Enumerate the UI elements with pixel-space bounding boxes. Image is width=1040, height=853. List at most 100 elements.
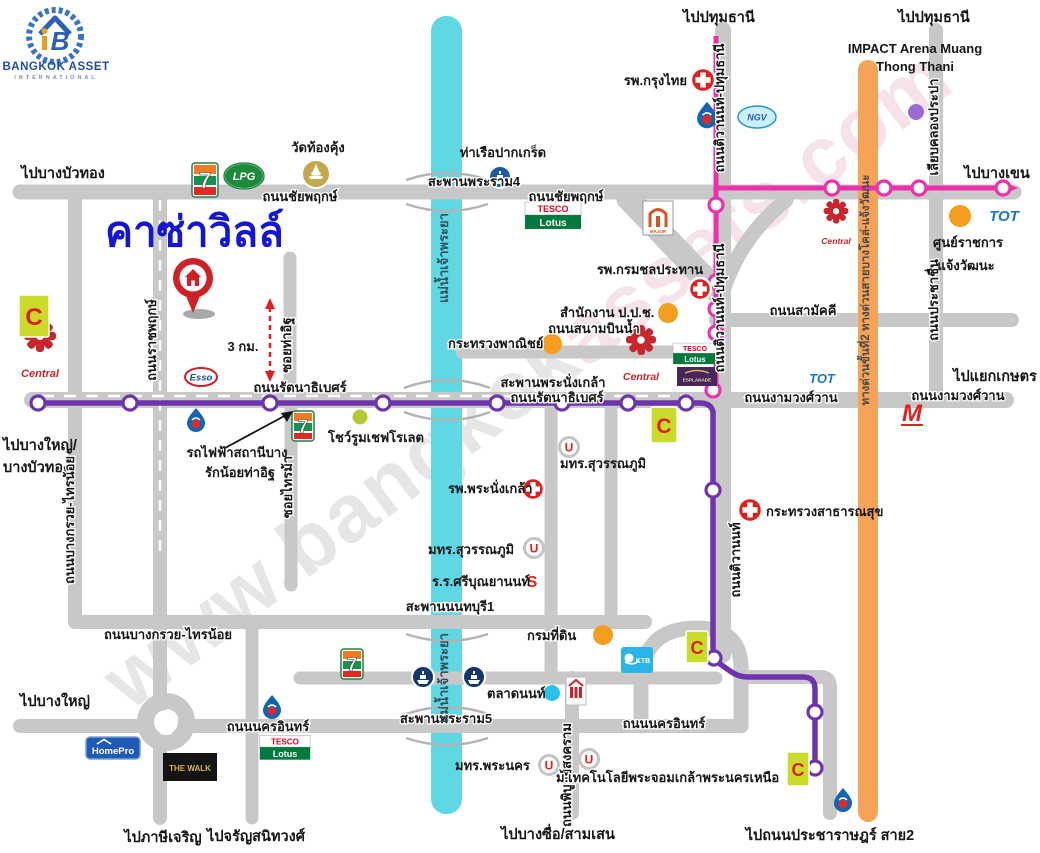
place-krungthai-hospital: รพ.กรุงไทย xyxy=(624,72,687,89)
tot-logo: TOT xyxy=(989,208,1021,225)
place-kmutnb: ม.เทคโนโลยีพระจอมเกล้าพระนครเหนือ xyxy=(556,769,779,785)
dest-kaset: ไปแยกเกษตร xyxy=(951,367,1037,385)
place-rmutsb-2: มทร.สุวรรณภูมิ xyxy=(428,542,514,558)
bridge-phranangklao: สะพานพระนั่งเกล้า xyxy=(500,373,605,390)
svg-text:TESCO: TESCO xyxy=(271,737,299,746)
brand-sub: INTERNATIONAL xyxy=(14,75,98,81)
hospital-cross-icon xyxy=(520,66,764,524)
ptt-icon xyxy=(697,101,717,129)
purple-line-stations xyxy=(29,394,824,777)
svg-text:TESCO: TESCO xyxy=(683,346,708,353)
dest-bangyai-line1: ไปบางใหญ่/ xyxy=(1,436,77,454)
vroad-tiwanon: ถนนติวานนท์ xyxy=(728,522,743,597)
bridge-rama5: สะพานพระราม5 xyxy=(400,711,492,726)
school-s-icon: S xyxy=(527,574,538,591)
svg-text:Lotus: Lotus xyxy=(684,355,706,364)
roundabout xyxy=(137,693,195,751)
pink-line-stations xyxy=(704,179,1012,399)
seven-eleven-icon: 7 xyxy=(191,162,219,198)
road-chaiyaphruek-1: ถนนชัยพฤกษ์ xyxy=(263,189,338,204)
bridge-rama4: สะพานพระราม4 xyxy=(428,174,521,189)
big-c-logo: C xyxy=(18,294,50,338)
vroad-tiwanon-pathum-2: ถนนติวานนท์-ปทุมธานี xyxy=(712,243,728,372)
svg-text:Central: Central xyxy=(21,368,60,380)
road-bangkruai-sainoi-h: ถนนบางกรวย-ไทรน้อย xyxy=(104,626,232,642)
poi-dots xyxy=(351,104,971,701)
place-gov-center-line1: ศูนย์ราชการ xyxy=(933,235,1003,251)
svg-text:C: C xyxy=(792,760,805,780)
place-brt-station-line1: รถไฟฟ้าสถานีบาง xyxy=(187,444,288,460)
road-ngamwongwan-1: ถนนงามวงศ์วาน xyxy=(744,390,837,405)
station-pointer-arrow xyxy=(224,411,293,449)
river-label-2: แม่น้ำเจ้าพระยา xyxy=(433,633,451,723)
esso-logo: Esso xyxy=(184,367,218,387)
svg-text:HomePro: HomePro xyxy=(92,746,134,757)
road-sanambinnam: ถนนสนามบินน้ำ xyxy=(548,318,640,336)
big-c-logo: C xyxy=(685,630,709,664)
place-sriboonyanon-school: ร.ร.ศรีบุณยานนท์ xyxy=(432,574,530,590)
svg-text:C: C xyxy=(656,415,671,438)
place-rmutsb-1: มทร.สุวรรณภูมิ xyxy=(560,456,646,472)
chao-phraya-river xyxy=(431,16,462,814)
vroad-prachachuen: ถนนประชาชื่น xyxy=(924,259,941,341)
svg-text:Lotus: Lotus xyxy=(273,749,298,759)
ptt-icon xyxy=(263,695,281,719)
svg-text:U: U xyxy=(530,542,539,556)
road-nakhonin-1: ถนนนครอินทร์ xyxy=(227,719,309,734)
lpg-icon: LPG xyxy=(223,162,265,190)
temple-icon xyxy=(301,159,331,189)
svg-text:M: M xyxy=(902,400,923,427)
vroad-phibun-songkhram: ถนนพิบูลย์สงคราม xyxy=(559,723,575,827)
brand-name: BANGKOK ASSET xyxy=(2,61,109,73)
pier-boat-icon xyxy=(488,165,512,189)
vroad-soi-tha-it: ซอยท่าอิฐ xyxy=(279,317,296,372)
road-chaiyaphruek-2: ถนนชัยพฤกษ์ xyxy=(529,189,604,204)
svg-text:Central: Central xyxy=(623,371,660,383)
bridge-arcs xyxy=(403,171,491,747)
pier-boat-icon xyxy=(411,665,435,689)
ptt-icon xyxy=(187,408,205,432)
place-pakkret-pier: ท่าเรือปากเกร็ด xyxy=(460,143,546,160)
place-impact-line1: IMPACT Arena Muang xyxy=(848,41,982,56)
svg-text:TESCO: TESCO xyxy=(537,204,568,214)
homepro-logo: HomePro xyxy=(85,736,141,760)
svg-text:ESPLANADE: ESPLANADE xyxy=(683,378,711,383)
svg-text:C: C xyxy=(691,638,704,658)
distance-arrow xyxy=(265,298,275,382)
dest-bangyai-line2: บางบัวทอง xyxy=(3,460,70,476)
ptt-ngv-logo: NGV xyxy=(737,105,777,129)
the-mall-logo: M xyxy=(901,400,923,427)
road-samakkhi: ถนนสามัคคี xyxy=(770,303,837,318)
major-cineplex-logo: MAJOR xyxy=(642,200,674,236)
seven-eleven-icon: 7 xyxy=(291,410,315,442)
bangkok-asset-logo: B BANGKOK ASSET INTERNATIONAL xyxy=(2,7,109,81)
tesco-lotus-logo: TESCO Lotus xyxy=(259,735,311,760)
svg-text:THE WALK: THE WALK xyxy=(169,764,211,773)
vroad-soi-sai-ma: ซอยไทรม้า xyxy=(279,456,295,518)
place-chevrolet-showroom: โชว์รูมเชฟโรเลต xyxy=(327,429,424,446)
university-u-icon: U U U U xyxy=(523,436,600,776)
vroad-expressway: ทางด่วนขั้นที่2 ทางด่วนสายบางโคล่-แจ้งวั… xyxy=(856,175,872,406)
svg-text:C: C xyxy=(25,304,42,331)
vroad-khlongprapa: เลียบคลองประปา xyxy=(926,79,941,176)
dest-bangsue: ไปบางซื่อ/สามเสน xyxy=(499,823,615,843)
shrine-icon xyxy=(565,676,587,706)
river-label-1: แม่น้ำเจ้าพระยา xyxy=(433,213,451,303)
place-phranangklao-hospital: รพ.พระนั่งเกล้า xyxy=(448,479,533,496)
distance-label: 3 กม. xyxy=(228,339,259,354)
svg-text:MAJOR: MAJOR xyxy=(650,229,667,234)
road-rattanathibet-2: ถนนรัตนาธิเบศร์ xyxy=(510,390,603,405)
place-health-ministry: กระทรวงสาธารณสุข xyxy=(766,504,883,520)
seven-eleven-icon: 7 xyxy=(340,648,364,680)
casa-ville-pin xyxy=(173,258,215,319)
tot-logo: TOT xyxy=(809,371,836,386)
the-walk-logo: THE WALK xyxy=(163,753,217,781)
big-c-logo: C xyxy=(650,406,678,444)
big-c-logo: C xyxy=(786,751,810,787)
place-land-department: กรมที่ดิน xyxy=(527,626,576,643)
place-brt-station-line2: รักน้อยท่าอิฐ xyxy=(205,465,275,482)
dest-bangbuathong: ไปบางบัวทอง xyxy=(19,164,105,182)
project-title: คาซ่าวิลล์ xyxy=(105,208,284,255)
